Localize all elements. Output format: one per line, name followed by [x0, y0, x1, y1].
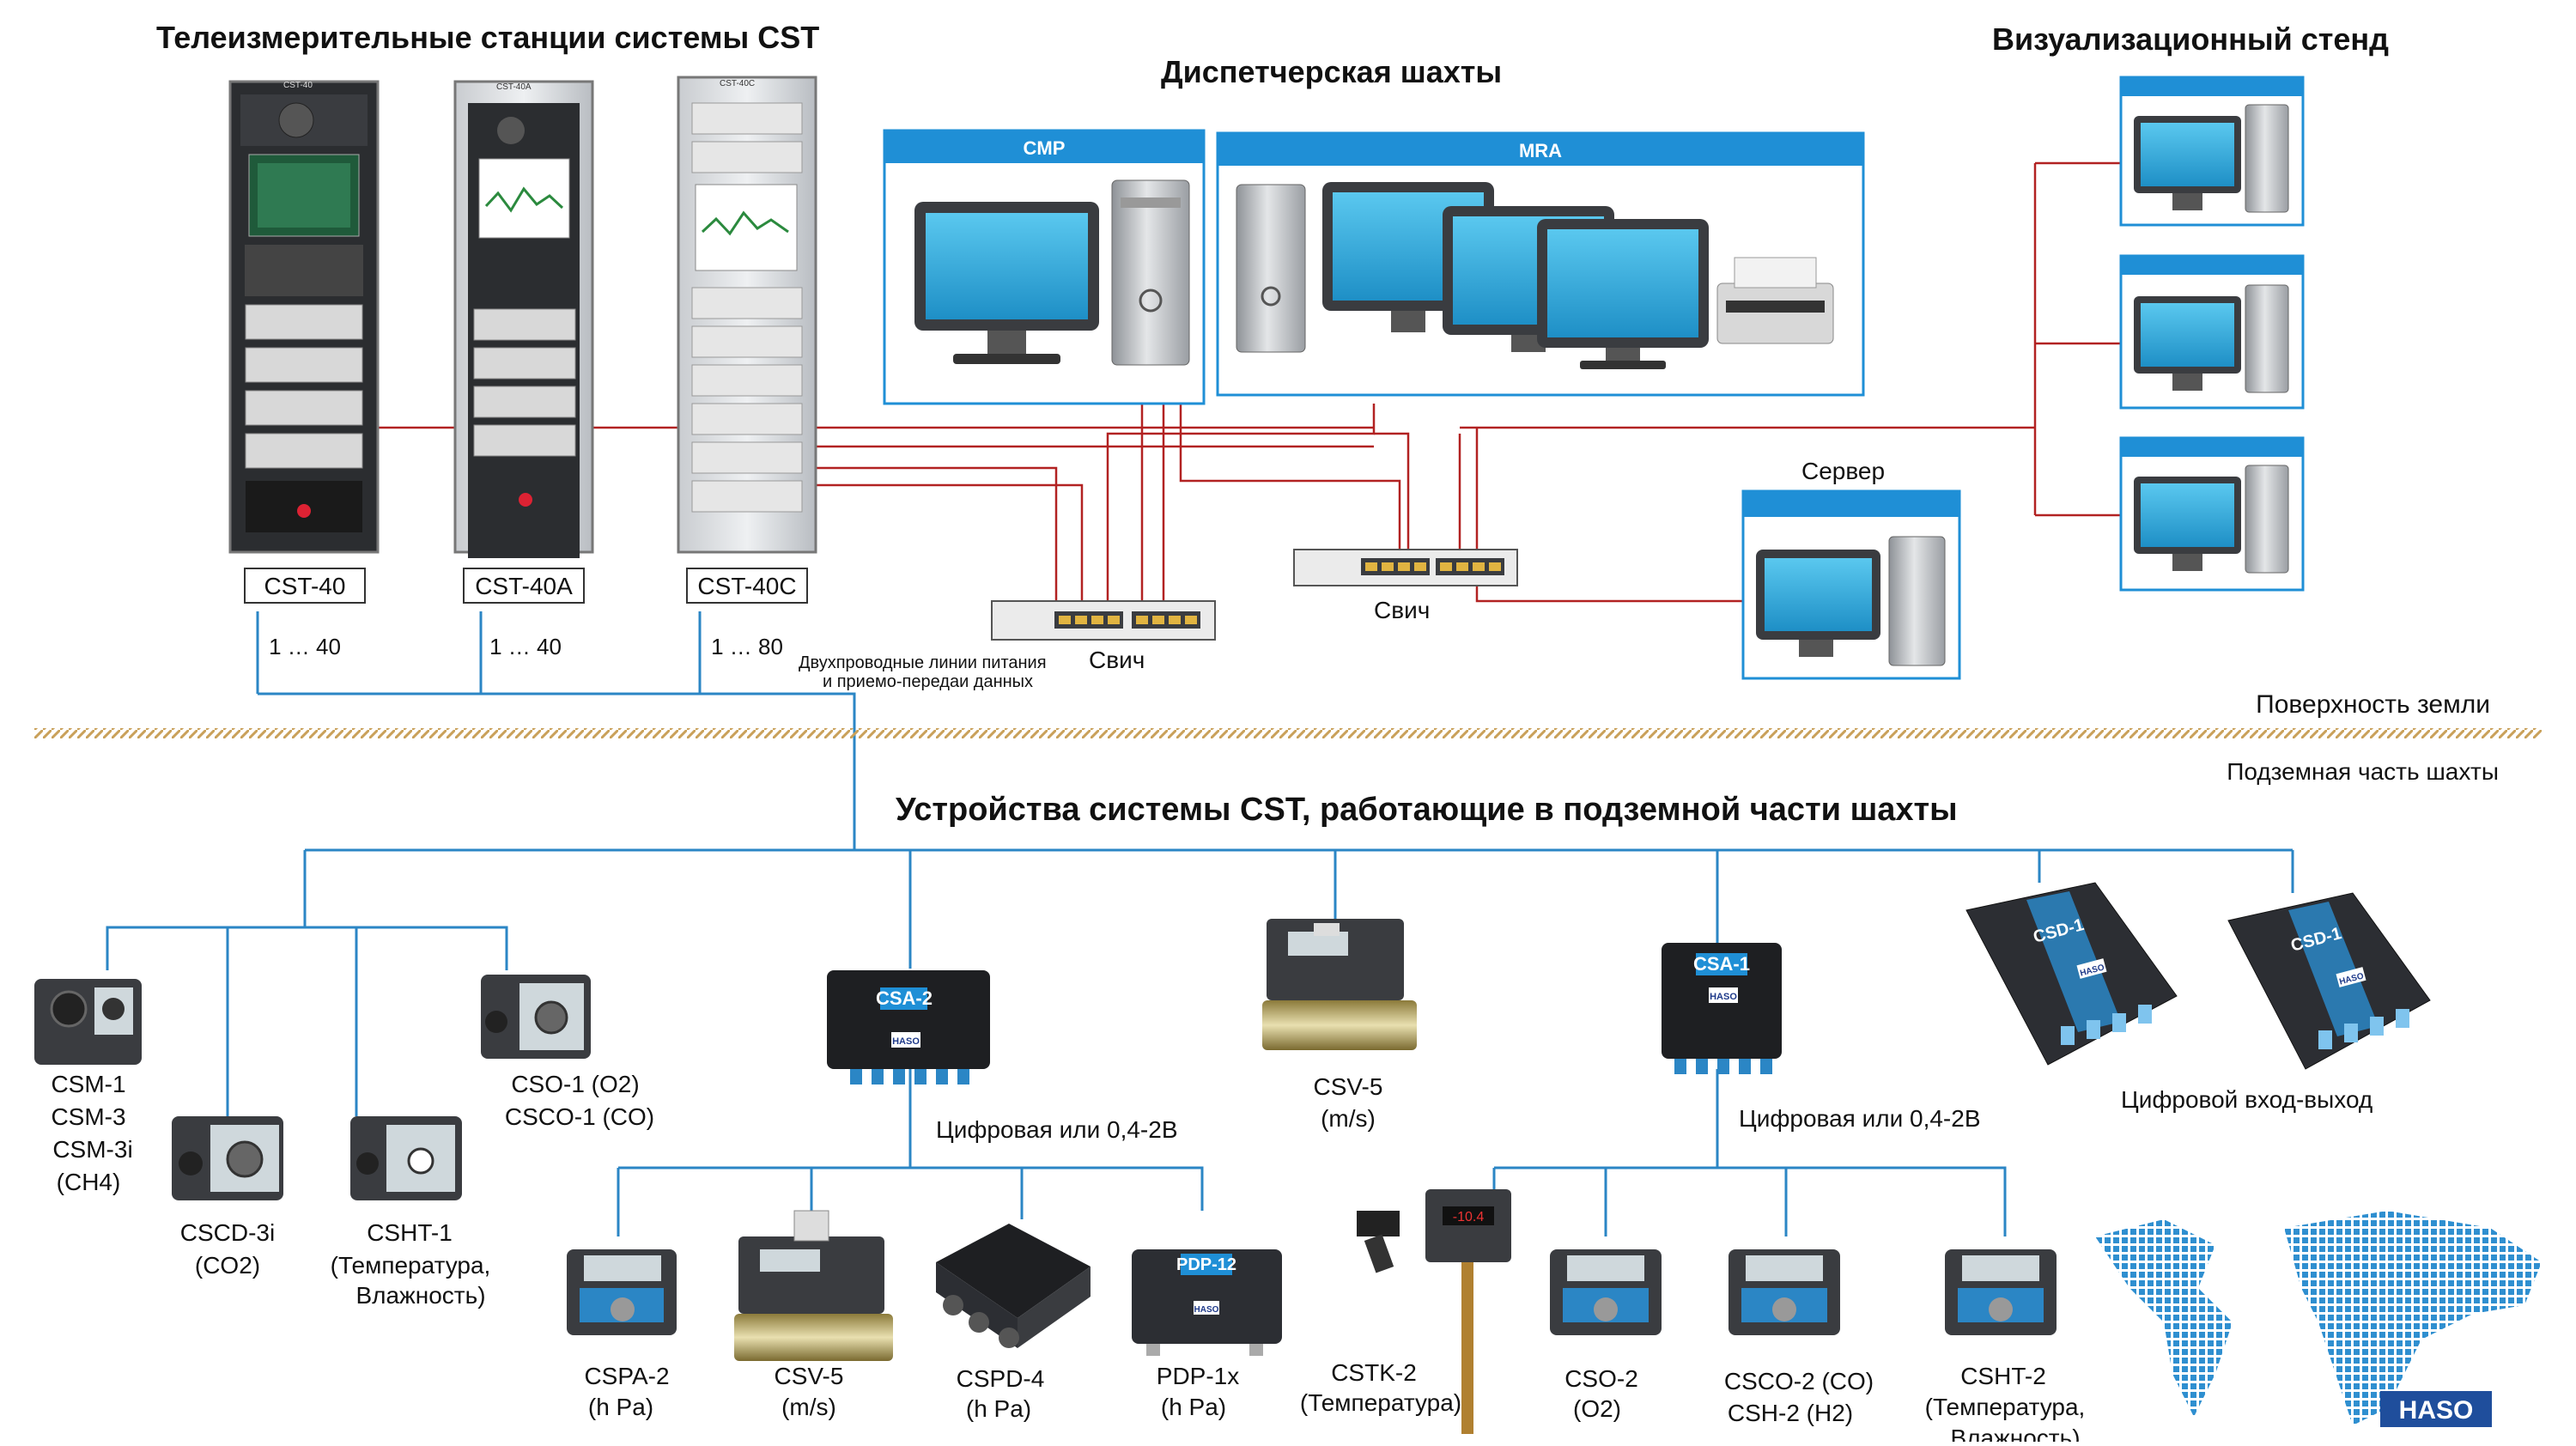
csa1-signal-label: Цифровая или 0,4-2В [1739, 1105, 1981, 1132]
label-csht2-2: (Температура, [1925, 1394, 2086, 1420]
label-csm-2: CSM-3 [51, 1103, 125, 1130]
cabinet-plate-cst40c: CST-40C [720, 79, 755, 88]
label-cstk2-1: CSTK-2 [1331, 1359, 1417, 1386]
cstk2-display: -10.4 [1453, 1210, 1485, 1224]
surface-network-lines [378, 161, 2129, 617]
label-csm-3: CSM-3i [52, 1136, 132, 1163]
csa1-brand: HASO [1710, 992, 1737, 1002]
label-csht1-1: CSHT-1 [367, 1219, 453, 1246]
label-csv5-bot-2: (m/s) [781, 1394, 836, 1420]
cabinet-cst40c: CST-40C [677, 76, 817, 554]
device-csa1: CSA-1 HASO [1662, 943, 1782, 1074]
cabinet-cst40: CST-40 [228, 80, 380, 554]
label-csv5-top-2: (m/s) [1321, 1105, 1376, 1132]
label-cscd-1: CSCD-3i [180, 1219, 275, 1246]
label-cscd-2: (CO2) [195, 1252, 260, 1279]
haso-logo-text: HASO [2399, 1396, 2474, 1425]
csa2-plate: CSA-2 [876, 987, 933, 1009]
device-cspd4 [936, 1224, 1091, 1348]
lines-note-2: и приемо-передаи данных [823, 672, 1033, 691]
device-csa2: CSA-2 HASO [827, 970, 990, 1084]
visual-workstation-2 [2119, 254, 2305, 410]
label-pdp1x-2: (h Pa) [1161, 1394, 1226, 1420]
cabinet-plate-cst40a: CST-40A [496, 82, 532, 92]
server-panel [1741, 489, 1961, 680]
server-label: Сервер [1801, 458, 1885, 484]
device-csht2 [1945, 1249, 2057, 1335]
device-csm [34, 979, 142, 1065]
label-csm-4: (CH4) [57, 1169, 121, 1195]
csa1-plate: CSA-1 [1693, 953, 1750, 975]
pdp12-plate: PDP-12 [1176, 1255, 1236, 1274]
label-csm-1: CSM-1 [51, 1071, 125, 1097]
switch-left-label: Свич [1089, 647, 1145, 673]
stations-title: Телеизмерительные станции системы CST [156, 20, 819, 55]
label-cstk2-2: (Температура) [1300, 1389, 1461, 1416]
switch-right: Свич [1293, 549, 1518, 623]
label-cso1-1: CSO-1 (O2) [511, 1071, 639, 1097]
cabinet-plate-cst40: CST-40 [283, 81, 313, 90]
device-cstk2: -10.4 [1357, 1189, 1511, 1434]
visual-workstation-1 [2119, 76, 2305, 227]
label-csco2-2: CSH-2 (H2) [1728, 1400, 1853, 1426]
cmp-panel: CMP [883, 129, 1206, 405]
label-pdp1x-1: PDP-1x [1157, 1363, 1239, 1389]
device-csd1-a: CSD-1 HASO [1965, 882, 2178, 1066]
device-csv5-top [1262, 919, 1417, 1050]
device-csco2 [1728, 1249, 1840, 1335]
label-csv5-bot-1: CSV-5 [775, 1363, 844, 1389]
device-pdp12: PDP-12 HASO [1132, 1249, 1282, 1356]
label-csht1-2: (Температура, [331, 1252, 491, 1279]
device-cso2 [1550, 1249, 1662, 1335]
label-cspa2-1: CSPA-2 [584, 1363, 669, 1389]
csa2-brand: HASO [892, 1036, 920, 1047]
cmp-panel-title: CMP [1024, 137, 1066, 159]
label-cso2-2: (O2) [1573, 1395, 1621, 1422]
mra-panel: MRA [1216, 131, 1865, 397]
haso-logo: HASO [2380, 1391, 2492, 1427]
label-csht2-1: CSHT-2 [1960, 1363, 2046, 1389]
station-label-cst40c: CST-40C [697, 573, 796, 599]
mra-panel-title: MRA [1519, 140, 1562, 161]
visual-workstation-3 [2119, 436, 2305, 592]
device-cscd [172, 1116, 283, 1200]
underground-title: Устройства системы CST, работающие в под… [896, 792, 1958, 828]
label-csco2-1: CSCO-2 (CO) [1724, 1368, 1874, 1394]
device-csd1-b: CSD-1 HASO [2227, 892, 2431, 1070]
underground-label: Подземная часть шахты [2227, 758, 2499, 785]
station-range-cst40: 1 … 40 [269, 634, 341, 659]
device-csht1 [350, 1116, 462, 1200]
station-range-cst40a: 1 … 40 [489, 634, 562, 659]
station-label-cst40: CST-40 [264, 573, 346, 599]
world-map-graphic [2095, 1211, 2542, 1425]
label-cso1-2: CSCO-1 (CO) [505, 1103, 654, 1130]
pdp12-brand: HASO [1194, 1305, 1219, 1315]
label-csht1-3: Влажность) [355, 1282, 485, 1309]
device-cso1 [481, 975, 591, 1059]
device-cspa2 [567, 1249, 677, 1335]
visual-stand-title: Визуализационный стенд [1992, 21, 2389, 57]
lines-note-1: Двухпроводные линии питания [799, 653, 1047, 672]
csa2-signal-label: Цифровая или 0,4-2В [936, 1116, 1178, 1143]
surface-label: Поверхность земли [2256, 690, 2490, 719]
switch-right-label: Свич [1374, 597, 1430, 623]
cabinet-cst40a: CST-40A [453, 80, 594, 558]
label-cspd4-1: CSPD-4 [957, 1365, 1045, 1392]
dispatch-title: Диспетчерская шахты [1161, 54, 1502, 89]
device-csv5-bottom [734, 1210, 893, 1361]
label-cso2-1: CSO-2 [1564, 1365, 1638, 1392]
label-cspd4-2: (h Pa) [966, 1395, 1031, 1422]
ground-line [34, 728, 2542, 738]
underground-bus-lines [106, 611, 2294, 1236]
digital-io-label: Цифровой вход-выход [2121, 1086, 2372, 1113]
label-csht2-3: Влажность) [1950, 1425, 2080, 1442]
label-csv5-top-1: CSV-5 [1314, 1073, 1383, 1100]
switch-left: Свич [991, 600, 1216, 673]
label-cspa2-2: (h Pa) [588, 1394, 653, 1420]
station-range-cst40c: 1 … 80 [711, 634, 783, 659]
station-label-cst40a: CST-40A [475, 573, 573, 599]
